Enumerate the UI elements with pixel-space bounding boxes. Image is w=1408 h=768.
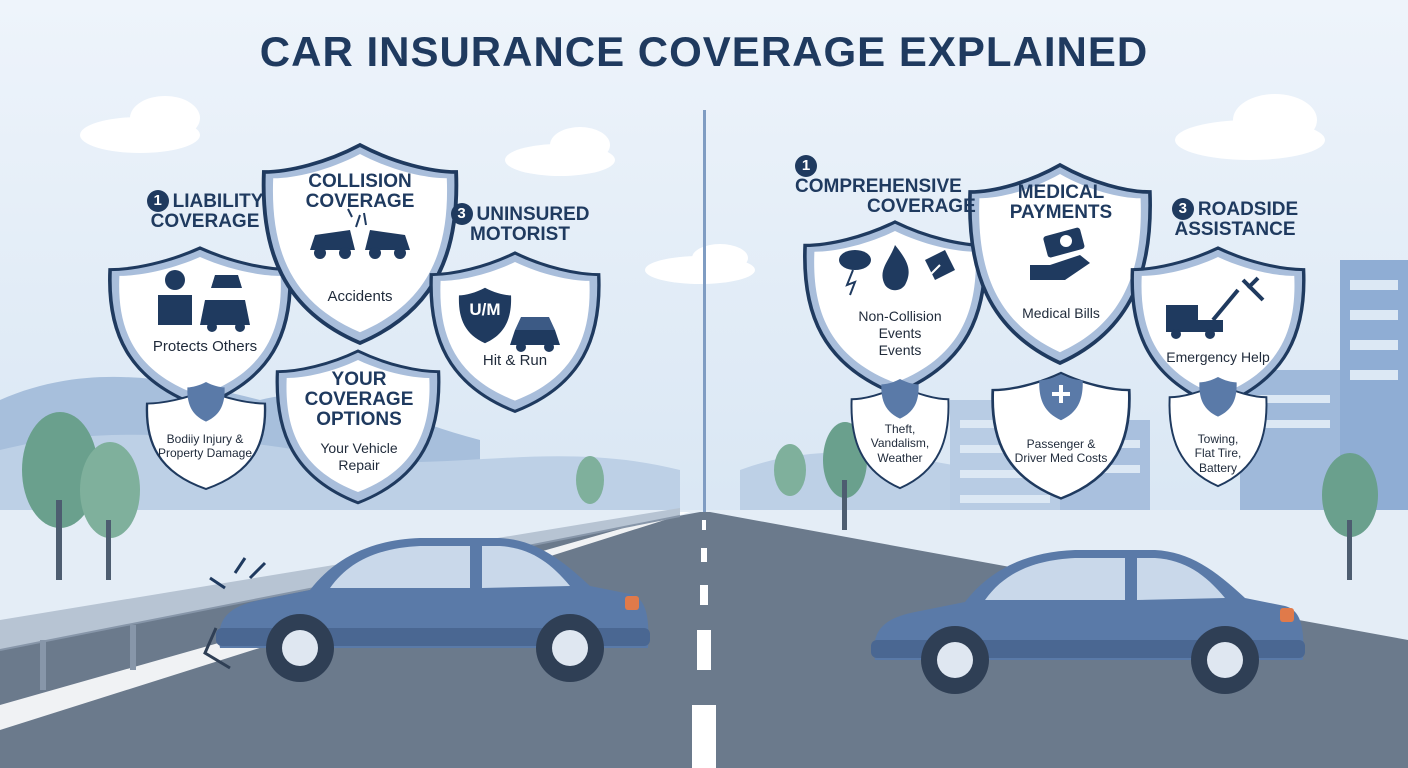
person-and-car-icon xyxy=(158,270,250,332)
crashed-car xyxy=(203,538,650,682)
comprehensive-sub-caption: Theft, Vandalism, Weather xyxy=(870,422,930,465)
number-badge: 3 xyxy=(1171,198,1194,220)
storm-fire-tree-icon xyxy=(839,245,955,296)
number-badge: 3 xyxy=(450,203,473,225)
money-hand-icon xyxy=(1030,227,1090,280)
number-badge: 1 xyxy=(146,190,169,212)
page-title: CAR INSURANCE COVERAGE EXPLAINED xyxy=(259,28,1149,75)
clouds xyxy=(80,94,1325,284)
uninsured-caption: Hit & Run xyxy=(482,352,548,369)
options-caption: Your Vehicle Repair xyxy=(320,440,398,473)
liability-sub-caption: Bodiiy Injury & Property Damage xyxy=(157,432,253,461)
um-badge: U/M xyxy=(469,300,501,319)
medical-sub-shield xyxy=(991,371,1131,500)
center-divider xyxy=(703,110,706,512)
car-crash-icon xyxy=(310,208,410,259)
medical-title: MEDICAL PAYMENTS xyxy=(1009,182,1113,223)
roadside-shield xyxy=(1130,246,1306,409)
number-badge: 1 xyxy=(795,155,817,177)
trees xyxy=(22,412,1378,580)
roadside-caption: Emergency Help xyxy=(1166,349,1270,365)
medical-shield xyxy=(967,163,1153,365)
road-center-dashes xyxy=(692,520,716,768)
collision-title: COLLISION COVERAGE xyxy=(305,171,415,212)
comprehensive-shield xyxy=(803,220,987,396)
medical-caption: Medical Bills xyxy=(1022,305,1100,321)
medical-sub-caption: Passenger & Driver Med Costs xyxy=(1014,437,1108,466)
comprehensive-title: 1COMPREHENSIVE COVERAGE xyxy=(795,155,976,217)
options-title: YOUR COVERAGE OPTIONS xyxy=(304,369,414,430)
tow-truck-wrench-icon xyxy=(1166,276,1265,339)
liability-caption: Protects Others xyxy=(152,338,258,355)
comprehensive-caption: Non-Collision Events Events xyxy=(858,308,942,358)
roadside-sub-caption: Towing, Flat Tire, Battery xyxy=(1194,432,1242,475)
um-shield-car-icon xyxy=(458,287,560,352)
uninsured-shield xyxy=(429,251,601,414)
liability-shield xyxy=(108,246,292,409)
collision-shield xyxy=(261,143,459,345)
collision-caption: Accidents xyxy=(327,288,393,305)
